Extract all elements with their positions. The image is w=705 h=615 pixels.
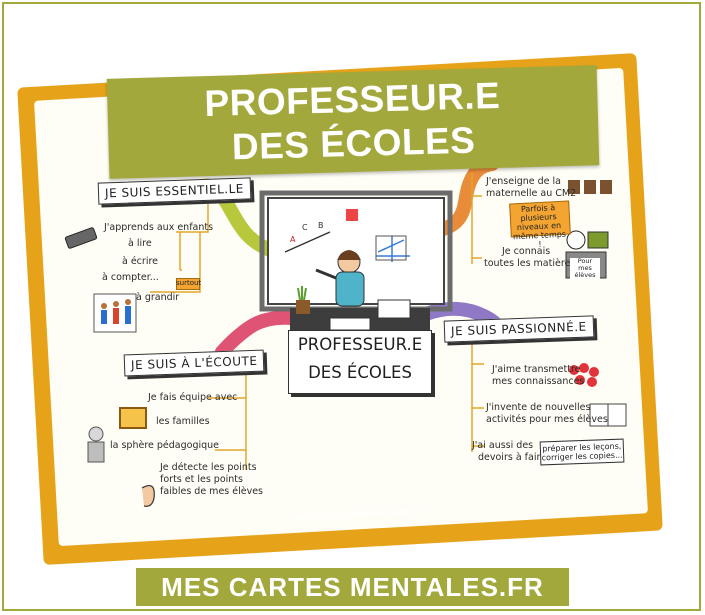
svg-text:A: A	[290, 235, 296, 244]
open-book-icon	[589, 403, 627, 427]
polyvalent-know-line-2: toutes les matières	[484, 258, 576, 269]
svg-text:B: B	[318, 221, 324, 230]
passionne-invent-line-2: activités pour mes élèves	[486, 414, 608, 425]
passionne-work-note: préparer les leçons, corriger les copies…	[539, 438, 625, 466]
footer-banner: MES CARTES MENTALES.FR	[136, 568, 569, 606]
ecoute-team-item-2: la sphère pédagogique	[110, 440, 220, 451]
passionne-love-line-2: mes connaissances	[492, 376, 585, 387]
essentiel-item-3: à compter...	[102, 272, 159, 283]
family-picture-icon	[119, 407, 147, 429]
pencil-icon	[64, 227, 98, 249]
center-label: PROFESSEUR.E DES ÉCOLES	[288, 330, 432, 394]
ecoute-team-item-1: les familles	[156, 416, 210, 427]
essentiel-item-1: à lire	[128, 238, 152, 249]
children-icon	[93, 293, 137, 333]
surtout-tag-box	[176, 278, 200, 290]
center-label-line-2: DES ÉCOLES	[308, 363, 412, 382]
sign-line-2: élèves	[574, 271, 596, 279]
connector-ecoute	[208, 366, 247, 470]
ear-icon	[141, 485, 155, 507]
passionne-love-line-1: J'aime transmettre	[492, 364, 581, 375]
essentiel-intro: J'apprends aux enfants	[104, 222, 214, 233]
hearts-icon	[569, 363, 599, 387]
ecoute-detect-line-1: Je détecte les points	[160, 462, 257, 473]
connector-essentiel	[150, 204, 209, 293]
ecoute-detect-line-3: faibles de mes élèves	[160, 486, 263, 497]
polyvalent-know-line-1: Je connais	[502, 246, 551, 257]
ecoute-team-intro: Je fais équipe avec	[148, 392, 238, 403]
branch-ribbon-pink	[215, 310, 299, 359]
passionne-work-line-2: devoirs à faire	[478, 452, 547, 463]
passionne-work-note-line-2: corriger les copies...	[541, 450, 623, 463]
essentiel-item-2: à écrire	[122, 256, 158, 267]
svg-text:C: C	[302, 223, 308, 232]
essentiel-item-4: à grandir	[136, 292, 180, 303]
polyvalent-teach-line-2: maternelle au CM2	[486, 188, 577, 199]
passionne-invent-line-1: J'invente de nouvelles	[486, 402, 591, 413]
pour-mes-eleves-sign: Pour mes élèves	[570, 258, 600, 279]
ecoute-detect-line-2: forts et les points	[160, 474, 243, 485]
person-icon	[87, 426, 105, 463]
polyvalent-note: Parfois à plusieurs niveaux en même temp…	[509, 203, 569, 251]
passionne-work-line-1: J'ai aussi des	[472, 440, 534, 451]
whiteboard-illustration: A C B	[259, 190, 453, 334]
polyvalent-teach-line-1: J'enseigne de la	[486, 176, 561, 187]
title-banner-text: PROFESSEUR.E DES ÉCOLES	[107, 71, 599, 173]
surtout-tag: surtout	[176, 279, 202, 287]
connector-passionne	[471, 344, 484, 452]
connector-polyvalent	[471, 172, 482, 264]
school-chairs-icon	[568, 180, 612, 194]
sign-line-1: Pour mes	[577, 257, 593, 272]
center-label-line-1: PROFESSEUR.E	[297, 335, 423, 354]
